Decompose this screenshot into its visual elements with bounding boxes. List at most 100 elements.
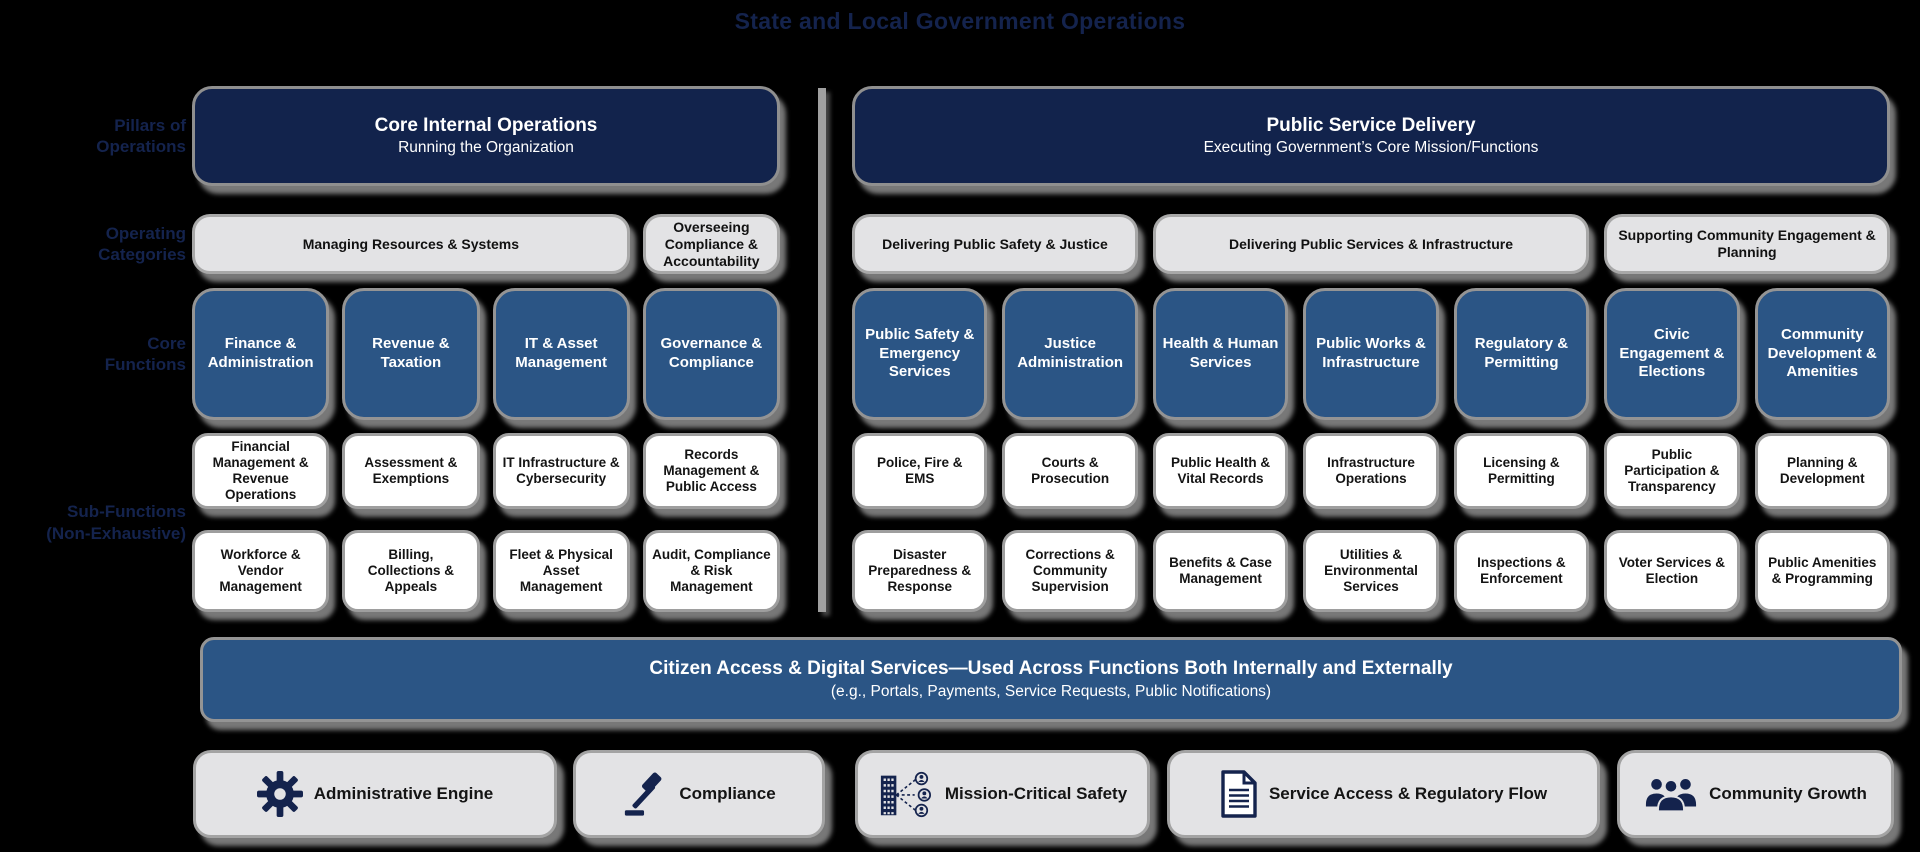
sub-function-box: Audit, Compliance & Risk Management: [642, 530, 780, 612]
core-function-box: Community Development & Amenities: [1754, 288, 1890, 420]
sub-function-box: Assessment & Exemptions: [342, 433, 480, 509]
sub-function-box: Utilities & Environmental Services: [1303, 530, 1439, 612]
sub-function-box: IT Infrastructure & Cybersecurity: [492, 433, 630, 509]
operating-category-services-infrastructure: Delivering Public Services & Infrastruct…: [1152, 214, 1590, 274]
core-function-box: Civic Engagement & Elections: [1604, 288, 1740, 420]
sub-function-box: Infrastructure Operations: [1303, 433, 1439, 509]
sub-function-label: Public Health & Vital Records: [1171, 455, 1271, 486]
sub-function-box: Voter Services & Election: [1604, 530, 1740, 612]
capability-service-access-regulatory-flow: Service Access & Regulatory Flow: [1167, 750, 1600, 838]
core-function-label: IT & Asset Management: [515, 335, 607, 371]
capability-label: Service Access & Regulatory Flow: [1268, 784, 1548, 803]
sub-function-label: Licensing & Permitting: [1483, 455, 1560, 486]
sub-function-box: Records Management & Public Access: [642, 433, 780, 509]
capability-label: Community Growth: [1709, 784, 1867, 803]
sub-function-label: Utilities & Environmental Services: [1324, 547, 1418, 594]
core-function-label: Public Works & Infrastructure: [1316, 335, 1426, 371]
sub-function-label: Fleet & Physical Asset Management: [509, 547, 613, 594]
core-function-label: Finance & Administration: [207, 335, 314, 371]
sub-function-box: Benefits & Case Management: [1152, 530, 1289, 612]
sub-function-label: Corrections & Community Supervision: [1025, 547, 1115, 594]
sub-function-box: Planning & Development: [1754, 433, 1890, 509]
capability-mission-critical-safety: Mission-Critical Safety: [855, 750, 1150, 838]
gavel-icon: [622, 771, 668, 817]
pillar-row-right: Public Service Delivery Executing Govern…: [852, 86, 1890, 186]
sub-functions-left-row-2: Workforce & Vendor Management Billing, C…: [192, 530, 780, 612]
core-function-box: Regulatory & Permitting: [1453, 288, 1590, 420]
operating-category-label: Managing Resources & Systems: [302, 235, 520, 252]
core-function-label: Justice Administration: [1017, 335, 1124, 371]
core-function-box: Public Works & Infrastructure: [1303, 288, 1439, 420]
sub-function-box: Fleet & Physical Asset Management: [492, 530, 630, 612]
sub-function-box: Billing, Collections & Appeals: [342, 530, 480, 612]
gear-icon: [256, 771, 303, 817]
sub-function-box: Financial Management & Revenue Operation…: [192, 433, 330, 509]
sub-function-label: Planning & Development: [1779, 455, 1865, 486]
capability-administrative-engine: Administrative Engine: [193, 750, 557, 838]
sub-function-box: Disaster Preparedness & Response: [852, 530, 988, 612]
core-function-box: Finance & Administration: [192, 288, 330, 420]
operating-category-label: Supporting Community Engagement & Planni…: [1618, 227, 1876, 260]
sub-function-label: Public Participation & Transparency: [1624, 447, 1720, 494]
pillar-title: Core Internal Operations: [374, 115, 598, 137]
operating-row-left: Managing Resources & Systems Overseeing …: [192, 214, 780, 275]
sub-function-box: Workforce & Vendor Management: [192, 530, 330, 612]
operating-category-managing-resources: Managing Resources & Systems: [192, 214, 630, 275]
operating-category-public-safety-justice: Delivering Public Safety & Justice: [852, 214, 1138, 274]
banner-title: Citizen Access & Digital Services—Used A…: [649, 658, 1453, 680]
core-function-box: Justice Administration: [1002, 288, 1138, 420]
sub-function-label: Financial Management & Revenue Operation…: [212, 439, 309, 502]
core-function-label: Health & Human Services: [1162, 335, 1279, 371]
sub-function-label: Assessment & Exemptions: [364, 455, 458, 486]
sub-function-box: Public Health & Vital Records: [1152, 433, 1289, 509]
sub-function-label: Infrastructure Operations: [1327, 455, 1415, 486]
row-label-sub-functions: Sub-Functions (Non-Exhaustive): [46, 502, 186, 543]
capability-label: Mission-Critical Safety: [944, 784, 1128, 803]
sub-function-label: Courts & Prosecution: [1031, 455, 1110, 486]
core-functions-left-row: Finance & Administration Revenue & Taxat…: [192, 288, 780, 420]
sub-function-label: Police, Fire & EMS: [876, 455, 963, 486]
sub-function-label: Inspections & Enforcement: [1477, 555, 1566, 586]
row-label-operating-categories: Operating Categories: [98, 223, 186, 264]
sub-function-box: Courts & Prosecution: [1002, 433, 1138, 509]
core-function-box: Public Safety & Emergency Services: [852, 288, 988, 420]
building-network-icon: [878, 770, 934, 818]
operating-category-label: Overseeing Compliance & Accountability: [663, 219, 760, 269]
row-label-core-functions: Core Functions: [104, 333, 186, 374]
pillar-divider: [818, 88, 826, 612]
sub-function-label: IT Infrastructure & Cybersecurity: [502, 455, 620, 486]
banner-subtitle: (e.g., Portals, Payments, Service Reques…: [830, 682, 1272, 700]
citizen-access-banner: Citizen Access & Digital Services—Used A…: [200, 637, 1902, 722]
core-function-label: Civic Engagement & Elections: [1619, 325, 1725, 381]
sub-functions-right-row-2: Disaster Preparedness & Response Correct…: [852, 530, 1890, 612]
sub-function-label: Benefits & Case Management: [1169, 555, 1272, 586]
operating-category-label: Delivering Public Services & Infrastruct…: [1228, 235, 1513, 252]
row-label-pillars-of-operations: Pillars of Operations: [96, 115, 186, 156]
sub-function-label: Public Amenities & Programming: [1768, 555, 1877, 586]
pillar-title: Public Service Delivery: [1266, 115, 1476, 137]
sub-functions-left-row-1: Financial Management & Revenue Operation…: [192, 433, 780, 509]
sub-function-box: Corrections & Community Supervision: [1002, 530, 1138, 612]
sub-function-label: Voter Services & Election: [1618, 555, 1725, 586]
capability-compliance: Compliance: [573, 750, 825, 838]
sub-function-label: Records Management & Public Access: [663, 447, 760, 494]
sub-function-label: Audit, Compliance & Risk Management: [652, 547, 771, 594]
page-title: State and Local Government Operations: [734, 8, 1186, 34]
core-function-box: Revenue & Taxation: [342, 288, 480, 420]
people-icon: [1644, 773, 1698, 815]
operating-category-community-engagement: Supporting Community Engagement & Planni…: [1604, 214, 1890, 274]
core-function-box: IT & Asset Management: [492, 288, 630, 420]
core-function-label: Regulatory & Permitting: [1474, 335, 1569, 371]
core-function-box: Governance & Compliance: [642, 288, 780, 420]
sub-function-box: Police, Fire & EMS: [852, 433, 988, 509]
capability-community-growth: Community Growth: [1617, 750, 1894, 838]
document-icon: [1220, 770, 1258, 818]
operating-category-label: Delivering Public Safety & Justice: [882, 235, 1108, 252]
operating-row-right: Delivering Public Safety & Justice Deliv…: [852, 214, 1890, 274]
sub-function-box: Public Amenities & Programming: [1754, 530, 1890, 612]
sub-functions-right-row-1: Police, Fire & EMS Courts & Prosecution …: [852, 433, 1890, 509]
pillar-public-service-delivery: Public Service Delivery Executing Govern…: [852, 86, 1890, 186]
sub-function-box: Licensing & Permitting: [1453, 433, 1590, 509]
core-function-box: Health & Human Services: [1152, 288, 1289, 420]
